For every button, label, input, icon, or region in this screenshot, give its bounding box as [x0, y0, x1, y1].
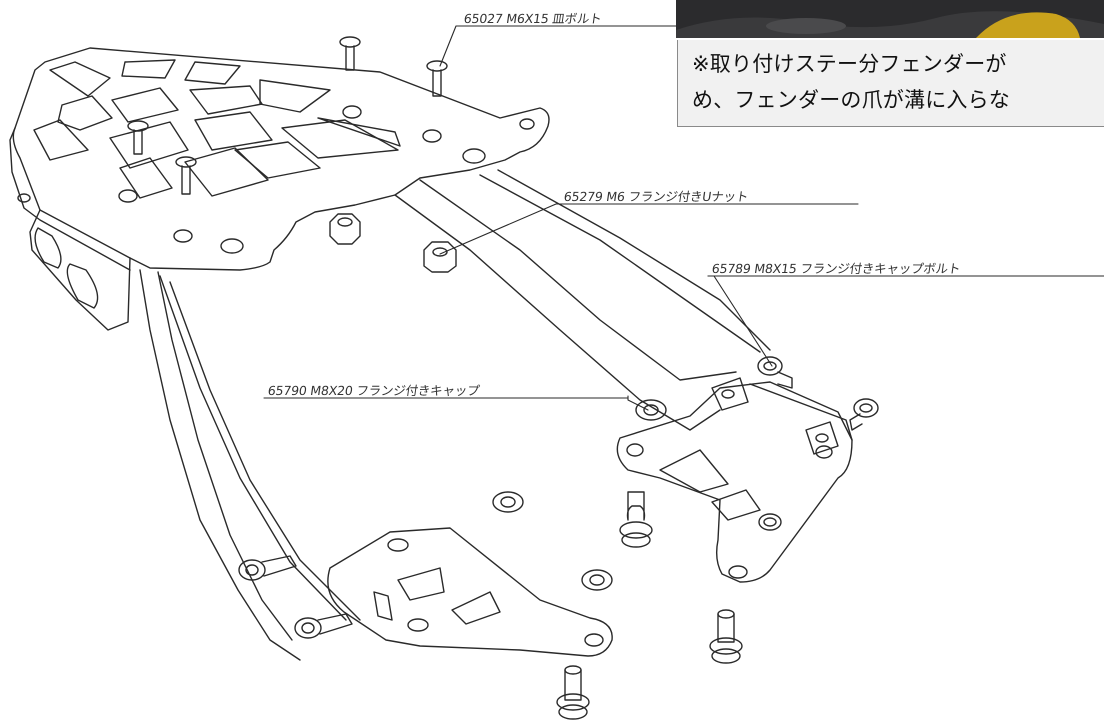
callout-65027: 65027 M6X15 皿ボルト: [462, 11, 603, 26]
note-line-2: め、フェンダーの爪が溝に入らな: [692, 88, 1010, 112]
left-side-frame: [30, 210, 360, 660]
photo-shapes: [676, 0, 1104, 38]
leader-lines: [264, 26, 1104, 410]
callout-65790: 65790 M8X20 フランジ付きキャップ: [266, 383, 481, 398]
callout-65279: 65279 M6 フランジ付きUナット: [562, 189, 750, 204]
top-plate: [10, 48, 549, 270]
caution-note-box: ※取り付けステー分フェンダーが め、フェンダーの爪が溝に入らな: [677, 40, 1104, 127]
callout-65789: 65789 M8X15 フランジ付きキャップボルト: [710, 261, 962, 276]
fasteners: [128, 37, 878, 719]
note-line-1: ※取り付けステー分フェンダーが: [692, 52, 1007, 76]
product-photo: [676, 0, 1104, 38]
right-bracket: [617, 378, 852, 582]
left-bracket: [328, 528, 612, 656]
